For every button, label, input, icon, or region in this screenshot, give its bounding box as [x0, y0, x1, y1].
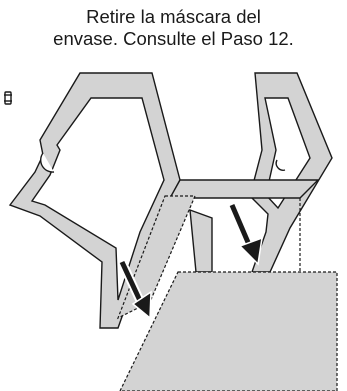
caption-line-2: envase. Consulte el Paso 12. — [53, 28, 294, 49]
caption-line-1: Retire la máscara del — [86, 6, 261, 27]
clip-icon — [4, 91, 12, 105]
down-arrow-icon — [227, 203, 263, 266]
frame-notch — [40, 152, 55, 173]
mask-frame-right — [249, 72, 333, 273]
frame-notch-right — [275, 159, 286, 171]
instruction-caption: Retire la máscara del envase. Consulte e… — [0, 6, 347, 50]
inner-panel — [189, 208, 213, 273]
mask-sheet — [119, 271, 338, 391]
frame-bridge — [168, 179, 320, 199]
down-arrow-icon — [117, 260, 152, 320]
